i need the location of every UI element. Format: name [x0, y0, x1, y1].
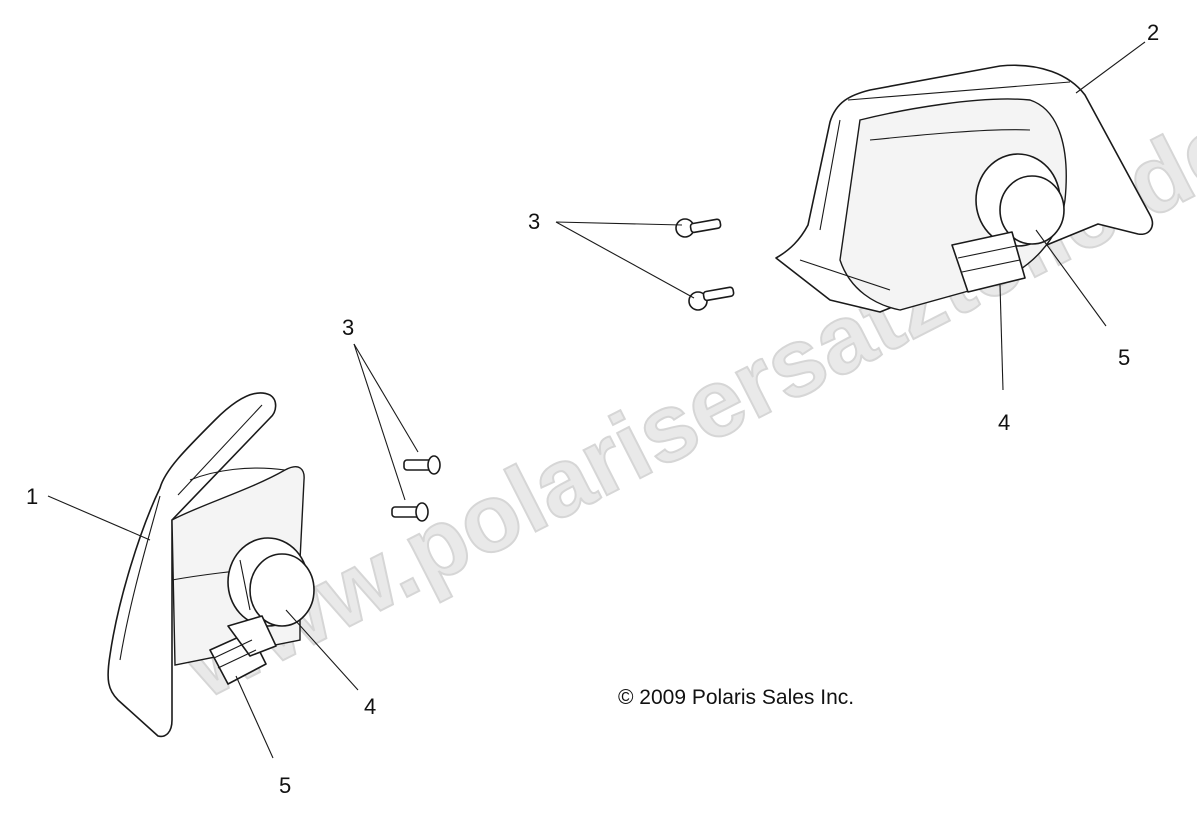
left-screw-upper [403, 455, 441, 475]
left-bulb [227, 537, 315, 627]
right-screw-lower [688, 286, 735, 311]
right-screw-upper [675, 218, 722, 238]
callout-bulb-left: 4 [364, 694, 376, 719]
callout-screws-right: 3 [528, 209, 540, 234]
callout-right-housing: 2 [1147, 20, 1159, 45]
copyright-notice: © 2009 Polaris Sales Inc. [618, 686, 854, 709]
callout-screws-left: 3 [342, 315, 354, 340]
callout-connector-left: 5 [279, 773, 291, 798]
left-screw-lower [391, 502, 429, 522]
callout-bulb-right: 5 [1118, 345, 1130, 370]
leader-lines [47, 41, 1146, 759]
left-connector [209, 615, 277, 685]
right-bulb [975, 153, 1065, 247]
callout-left-housing: 1 [26, 484, 38, 509]
right-connector [951, 231, 1026, 293]
callout-connector-right: 4 [998, 410, 1010, 435]
